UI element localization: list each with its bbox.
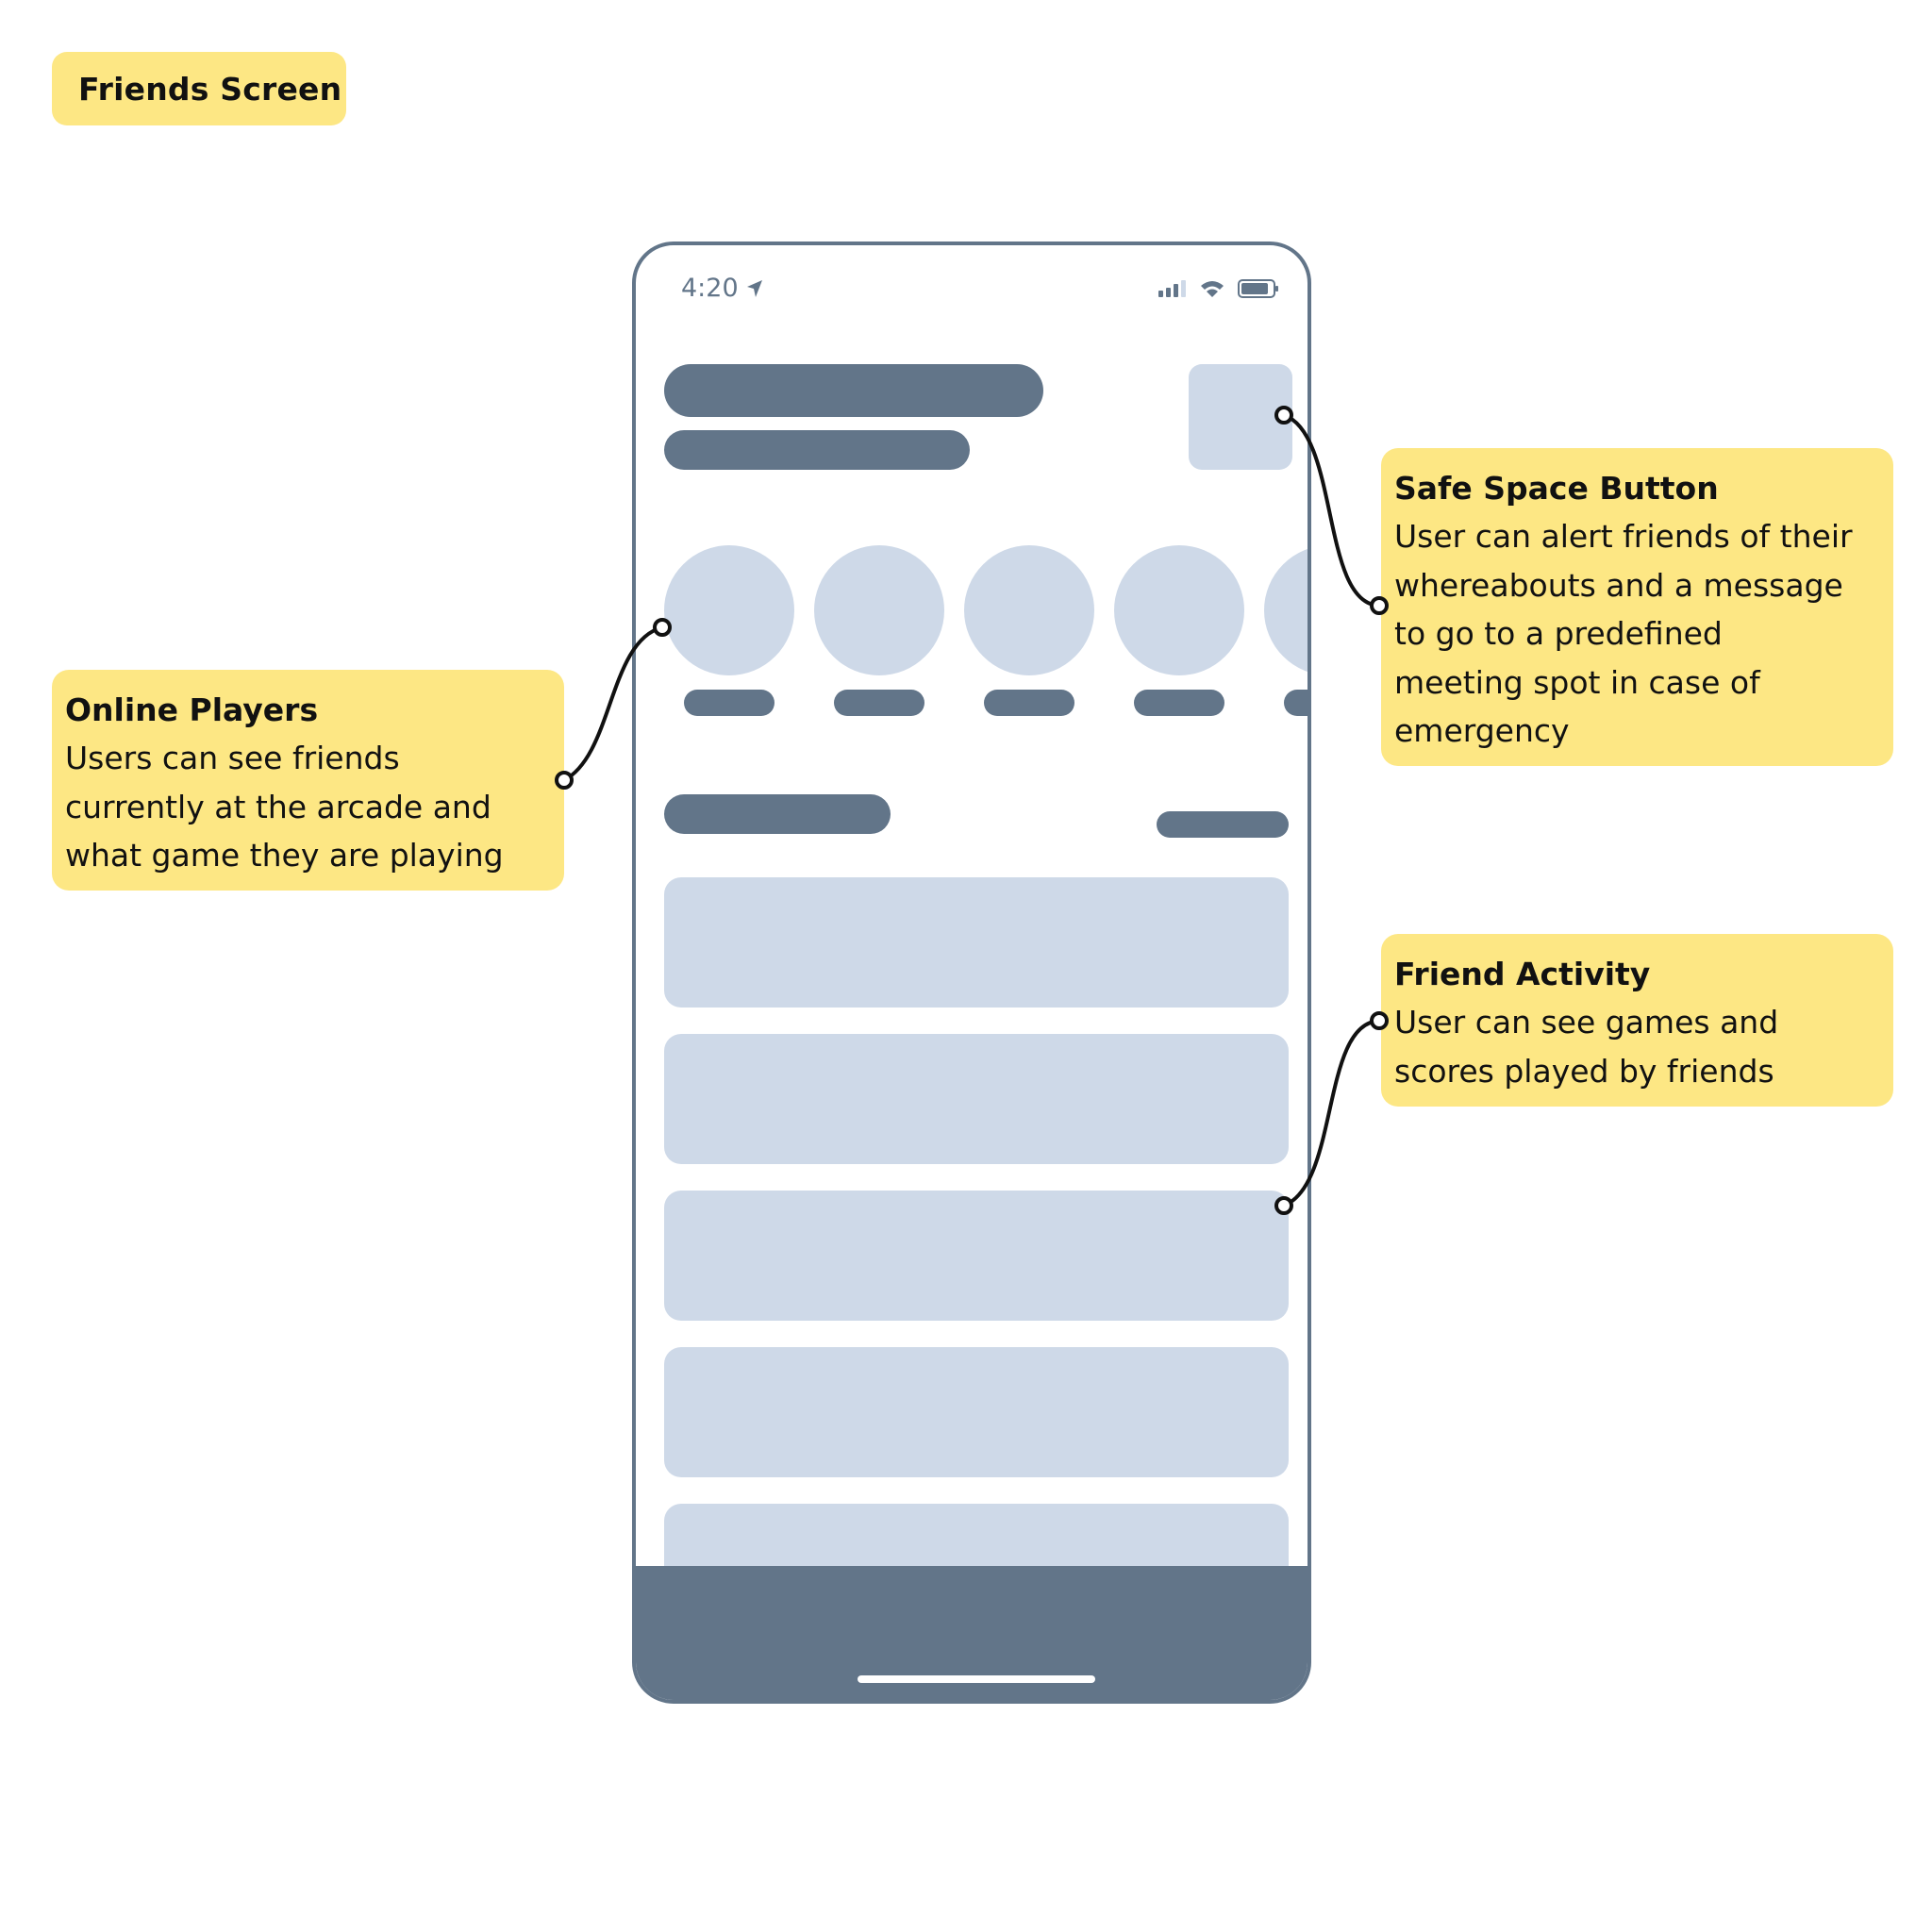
online-player-avatar[interactable] bbox=[664, 545, 794, 675]
annotation-line: whereabouts and a message bbox=[1394, 566, 1843, 604]
annotation-title: Friend Activity bbox=[1394, 956, 1651, 992]
annotation-line: scores played by friends bbox=[1394, 1052, 1774, 1090]
activity-section-title-placeholder bbox=[664, 794, 891, 834]
bottom-navigation-bar[interactable] bbox=[636, 1566, 1307, 1700]
annotation-line: meeting spot in case of bbox=[1394, 663, 1760, 701]
status-bar-icons bbox=[1158, 279, 1279, 298]
online-player-avatar[interactable] bbox=[1264, 545, 1307, 675]
battery-icon bbox=[1238, 279, 1278, 298]
online-player-avatar[interactable] bbox=[1114, 545, 1244, 675]
activity-see-all-link-placeholder[interactable] bbox=[1157, 811, 1289, 838]
wifi-icon bbox=[1201, 281, 1224, 297]
annotation-safe-space-button: Safe Space Button User can alert friends… bbox=[1381, 448, 1893, 766]
annotation-line: User can alert friends of their bbox=[1394, 518, 1853, 555]
online-player-name-placeholder bbox=[684, 690, 774, 716]
friend-activity-card[interactable] bbox=[664, 1034, 1289, 1164]
online-player-name-placeholder bbox=[1134, 690, 1224, 716]
annotation-line: what game they are playing bbox=[65, 837, 504, 874]
safe-space-button[interactable] bbox=[1189, 364, 1292, 470]
online-player-name-placeholder bbox=[984, 690, 1074, 716]
annotation-line: Users can see friends bbox=[65, 740, 400, 776]
header-title-placeholder bbox=[664, 364, 1043, 417]
online-player-name-placeholder bbox=[834, 690, 924, 716]
friend-activity-card[interactable] bbox=[664, 877, 1289, 1008]
annotation-line: User can see games and bbox=[1394, 1004, 1779, 1041]
annotation-line: to go to a predefined bbox=[1394, 615, 1723, 652]
annotation-online-players: Online Players Users can see friends cur… bbox=[52, 670, 564, 891]
annotation-title: Online Players bbox=[65, 691, 319, 728]
annotation-line: currently at the arcade and bbox=[65, 788, 491, 825]
friend-activity-card[interactable] bbox=[664, 1191, 1289, 1321]
header-subtitle-placeholder bbox=[664, 430, 970, 470]
cellular-signal-icon bbox=[1158, 280, 1186, 297]
phone-frame: 4:20 bbox=[632, 242, 1311, 1704]
annotation-friend-activity: Friend Activity User can see games and s… bbox=[1381, 934, 1893, 1107]
location-arrow-icon bbox=[746, 279, 762, 297]
status-bar-time: 4:20 bbox=[681, 274, 763, 303]
home-indicator[interactable] bbox=[858, 1675, 1095, 1683]
online-player-avatar[interactable] bbox=[964, 545, 1094, 675]
friend-activity-card[interactable] bbox=[664, 1347, 1289, 1477]
page-title: Friends Screen bbox=[52, 52, 346, 125]
online-player-avatar[interactable] bbox=[814, 545, 944, 675]
online-player-name-placeholder bbox=[1284, 690, 1307, 716]
annotation-line: emergency bbox=[1394, 712, 1570, 749]
annotation-title: Safe Space Button bbox=[1394, 470, 1719, 507]
status-time-text: 4:20 bbox=[681, 274, 739, 303]
